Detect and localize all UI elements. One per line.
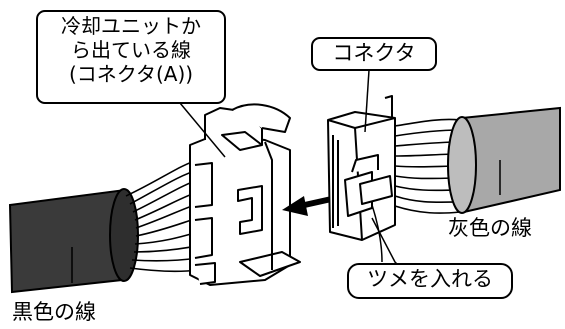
gray-cable: [447, 106, 561, 214]
cooling-unit-callout: 冷却ユニットか ら出ている線 (コネクタ(A)): [36, 10, 226, 104]
cooling-unit-label-line1: 冷却ユニットか: [61, 14, 201, 38]
insert-tab-label: ツメを入れる: [367, 267, 493, 291]
insert-tab-callout: ツメを入れる: [347, 263, 513, 299]
cooling-unit-label-line2: ら出ている線: [71, 38, 191, 62]
cooling-unit-label-line3: (コネクタ(A)): [68, 62, 194, 86]
black-cable: [8, 188, 139, 294]
connector-b: [327, 95, 396, 241]
black-wire-label: 黒色の線: [12, 300, 96, 324]
connector-callout: コネクタ: [311, 37, 437, 71]
connector-label: コネクタ: [332, 41, 416, 65]
connector-a: [189, 103, 301, 286]
leader-lines: [71, 69, 501, 283]
gray-wire-label: 灰色の線: [448, 216, 532, 240]
